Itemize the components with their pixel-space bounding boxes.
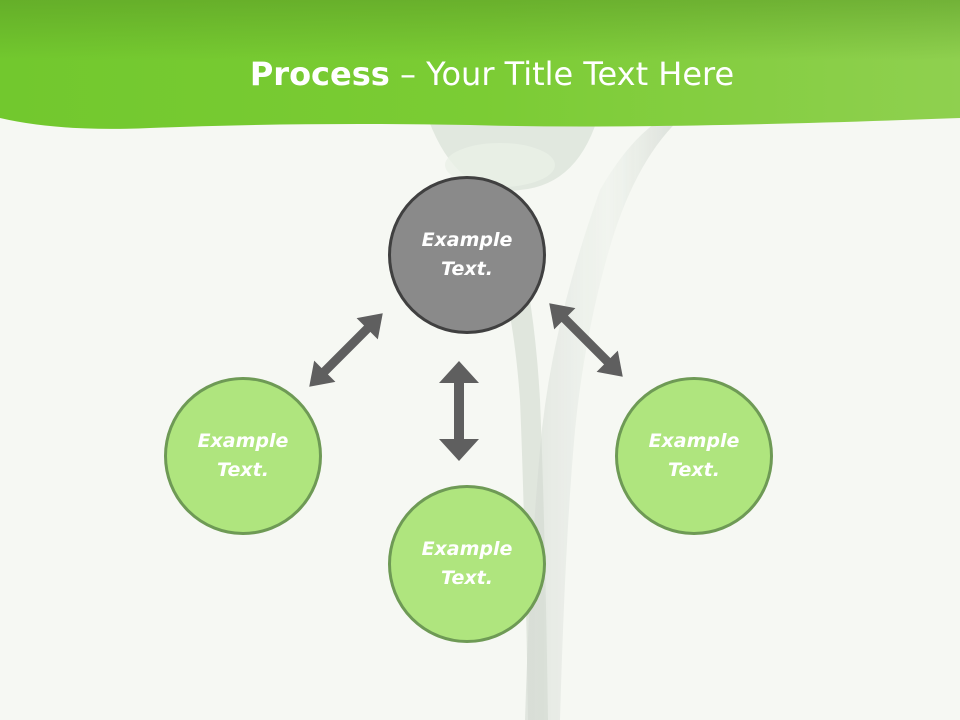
node-bottom: Example Text. — [388, 485, 546, 643]
node-right: Example Text. — [615, 377, 773, 535]
slide-title: Process – Your Title Text Here — [0, 52, 960, 96]
node-top: Example Text. — [388, 176, 546, 334]
node-bottom-label: Example Text. — [421, 538, 513, 589]
node-left-label: Example Text. — [197, 430, 289, 481]
node-top-label: Example Text. — [421, 229, 513, 280]
title-rest: – Your Title Text Here — [389, 55, 735, 93]
node-right-label: Example Text. — [648, 430, 740, 481]
node-left: Example Text. — [164, 377, 322, 535]
title-bold: Process — [249, 55, 390, 93]
